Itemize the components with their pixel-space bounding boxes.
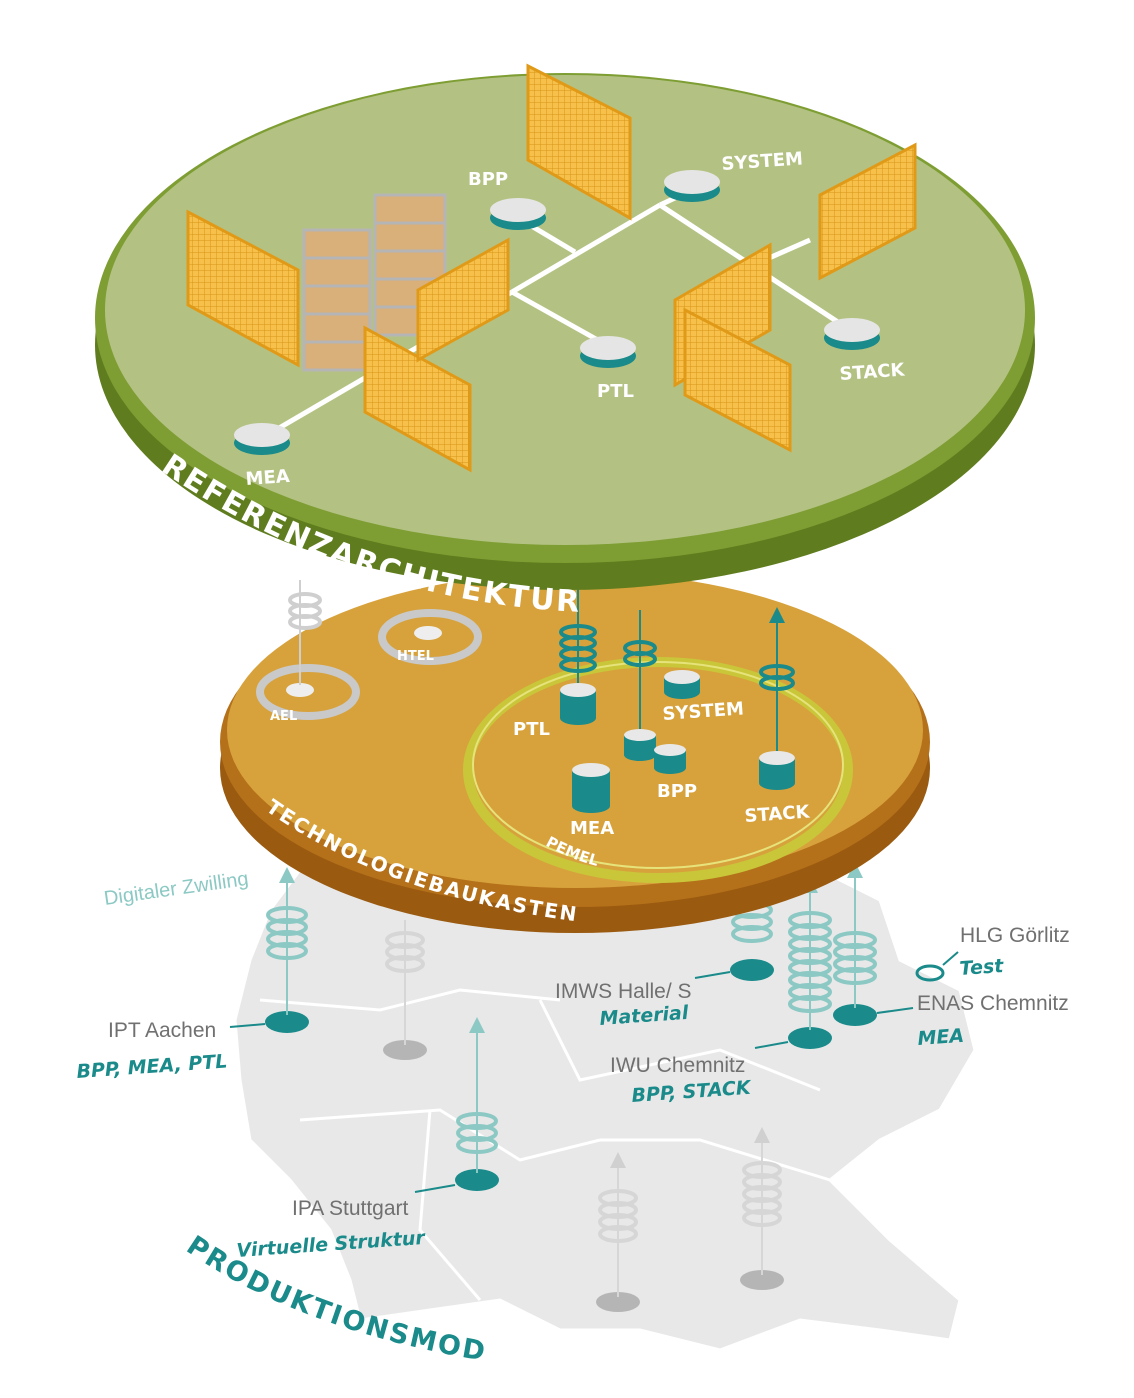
ipt-label: IPT Aachen [108, 1019, 216, 1042]
hlg-label: HLG Görlitz [960, 924, 1070, 947]
top-bpp-label: BPP [468, 169, 508, 190]
mid-stack-stack: STACK [744, 607, 811, 827]
mid-system-stack: SYSTEM [662, 670, 745, 725]
mid-bpp-stack: BPP [623, 610, 697, 802]
htel-module: HTEL [378, 609, 482, 665]
hlg-module [915, 951, 959, 982]
enas-role: MEA [917, 1025, 965, 1050]
enas-module [833, 862, 914, 1026]
top-bpp-node: BPP [468, 169, 546, 230]
mid-bpp-label: BPP [657, 781, 697, 802]
shelving-units [302, 193, 447, 372]
top-mea-node: MEA [234, 423, 290, 490]
digital-twin-label: Digitaler Zwilling [103, 868, 250, 910]
ipt-role: BPP, MEA, PTL [76, 1051, 228, 1083]
top-ptl-node: PTL [580, 336, 636, 402]
top-nodes: BPP SYSTEM PTL STACK MEA [234, 148, 906, 490]
ipa-label: IPA Stuttgart [292, 1197, 409, 1220]
ipt-module [229, 867, 309, 1033]
safety-fences [186, 63, 917, 473]
top-system-node: SYSTEM [664, 148, 804, 202]
inactive-module-markers [383, 920, 784, 1312]
ael-label: AEL [270, 709, 297, 724]
middle-stacks: PTL SYSTEM BPP MEA [513, 540, 811, 839]
top-ptl-label: PTL [597, 381, 634, 402]
iwu-module [754, 877, 832, 1049]
mid-ptl-label: PTL [513, 719, 550, 740]
enas-label: ENAS Chemnitz [917, 992, 1069, 1015]
mid-mea-label: MEA [570, 818, 614, 839]
mid-ptl-stack: PTL [513, 540, 597, 740]
imws-label: IMWS Halle/ S [555, 980, 692, 1003]
mid-mea-stack: MEA [570, 763, 614, 839]
htel-label: HTEL [397, 649, 434, 664]
mid-stack-label: STACK [744, 801, 811, 827]
ael-module: AEL [256, 580, 360, 724]
hlg-role: Test [959, 955, 1005, 980]
top-mea-label: MEA [245, 466, 291, 490]
top-stack-label: STACK [839, 359, 906, 385]
germany-map [233, 848, 977, 1352]
iwu-label: IWU Chemnitz [610, 1054, 745, 1077]
top-stack-node: STACK [824, 318, 906, 385]
ipa-module [414, 1017, 499, 1193]
